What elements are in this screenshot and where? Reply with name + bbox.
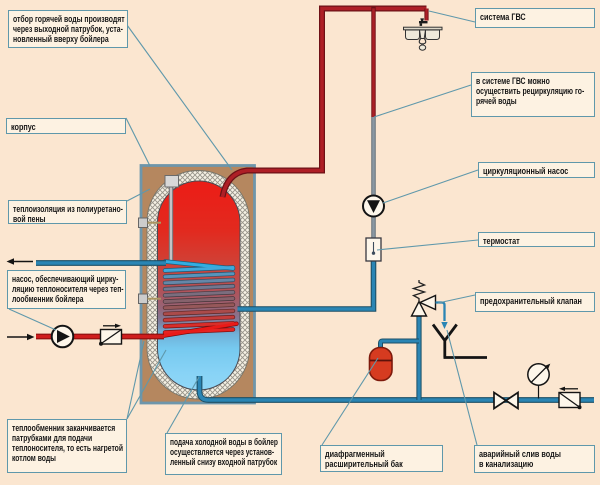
label-heat-exchanger: теплообменник заканчивается патрубками д… (7, 419, 127, 473)
pressure-gauge-icon (527, 363, 551, 399)
cold-check-valve-icon (558, 386, 582, 410)
label-dhw-recirculation: в системе ГВС можно осуществить рециркул… (471, 72, 595, 117)
label-dhw-recirculation-text: в системе ГВС можно осуществить рециркул… (476, 75, 585, 106)
label-circulation-pump-text: циркуляционный насос (483, 165, 569, 176)
label-boiler-pump: насос, обеспечивающий цирку- ляцию тепло… (7, 270, 126, 309)
flow-arrow-out-icon (6, 258, 33, 265)
shutoff-valve-icon (493, 390, 519, 411)
label-circulation-pump: циркуляционный насос (478, 162, 595, 178)
label-safety-valve: предохранительный клапан (475, 292, 595, 312)
label-hot-water-offtake: отбор горячей воды производят через выхо… (8, 10, 128, 48)
sensor-fitting-lower (138, 293, 148, 304)
label-thermostat: термостат (478, 232, 595, 247)
boiler-tank (138, 164, 256, 405)
thermostat-icon (365, 237, 382, 262)
heat-exchanger-coil (161, 259, 239, 338)
label-cold-water-inlet: подача холодной воды в бойлер осуществля… (165, 433, 282, 475)
label-cold-water-inlet-text: подача холодной воды в бойлер осуществля… (170, 436, 278, 467)
flow-arrow-in-icon (7, 333, 35, 341)
label-casing: корпус (6, 118, 126, 134)
label-boiler-pump-text: насос, обеспечивающий цирку- ляцию тепло… (12, 273, 124, 304)
boiler-pump-icon (50, 324, 75, 349)
hot-water-pipe (219, 5, 427, 198)
label-hot-water-offtake-text: отбор горячей воды производят через выхо… (13, 13, 125, 44)
label-dhw-system: система ГВС (475, 8, 595, 28)
label-expansion-tank: диафрагменный расширительный бак (320, 445, 443, 472)
kitchen-sink-icon (403, 8, 443, 51)
safety-valve-icon (410, 280, 448, 329)
recirculation-pipe (237, 6, 377, 312)
sensor-fitting-upper (138, 217, 148, 228)
drain-funnel-icon (431, 323, 487, 359)
label-thermostat-text: термостат (483, 235, 520, 246)
label-dhw-system-text: система ГВС (480, 11, 526, 22)
label-safety-valve-text: предохранительный клапан (480, 295, 582, 306)
label-insulation: теплоизоляция из полиуретано- вой пены (8, 200, 127, 224)
label-insulation-text: теплоизоляция из полиуретано- вой пены (13, 203, 123, 224)
flow-arrows (6, 258, 35, 341)
label-emergency-drain: аварийный слив воды в канализацию (474, 445, 595, 473)
label-heat-exchanger-text: теплообменник заканчивается патрубками д… (12, 422, 124, 464)
label-expansion-tank-text: диафрагменный расширительный бак (325, 448, 403, 469)
label-casing-text: корпус (11, 121, 36, 132)
cold-water-pipes (196, 314, 594, 403)
leader-lines (8, 10, 479, 446)
circulation-pump-icon (362, 194, 385, 218)
anode-head (164, 175, 179, 188)
boiler-check-valve-icon (99, 323, 123, 346)
expansion-tank-icon (368, 346, 393, 382)
label-emergency-drain-text: аварийный слив воды в канализацию (479, 448, 561, 469)
